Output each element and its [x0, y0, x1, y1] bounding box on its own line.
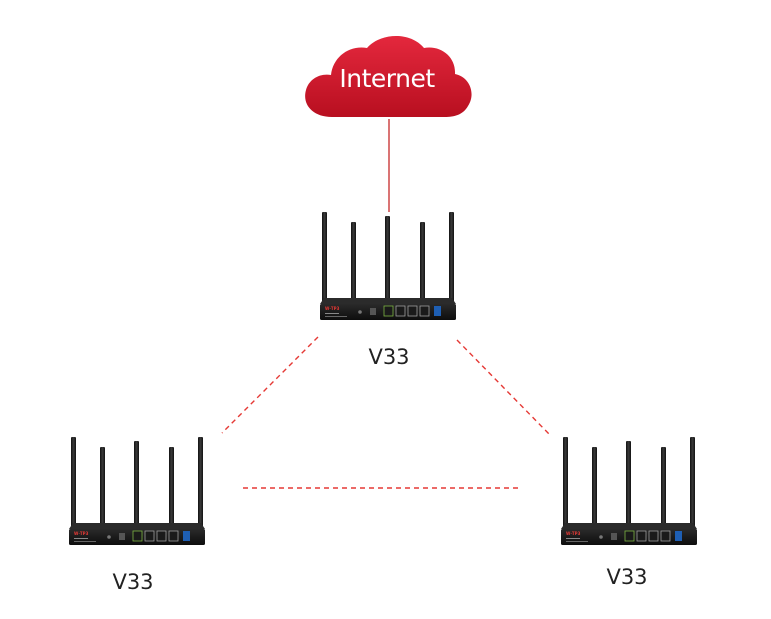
router-right: V33 [560, 436, 698, 589]
router-left: V33 [68, 436, 206, 594]
router-icon [68, 436, 206, 546]
router-label: V33 [606, 565, 647, 589]
link-top-to-right-router [456, 339, 551, 436]
cloud-label: Internet [339, 64, 435, 93]
router-icon [560, 436, 698, 546]
router-label: V33 [112, 570, 153, 594]
internet-cloud: Internet [305, 35, 472, 117]
link-top-to-left-router [221, 336, 319, 434]
router-label: V33 [368, 345, 409, 369]
cloud-icon [305, 35, 472, 117]
router-icon [319, 211, 457, 321]
router-top: V33 [319, 211, 457, 369]
